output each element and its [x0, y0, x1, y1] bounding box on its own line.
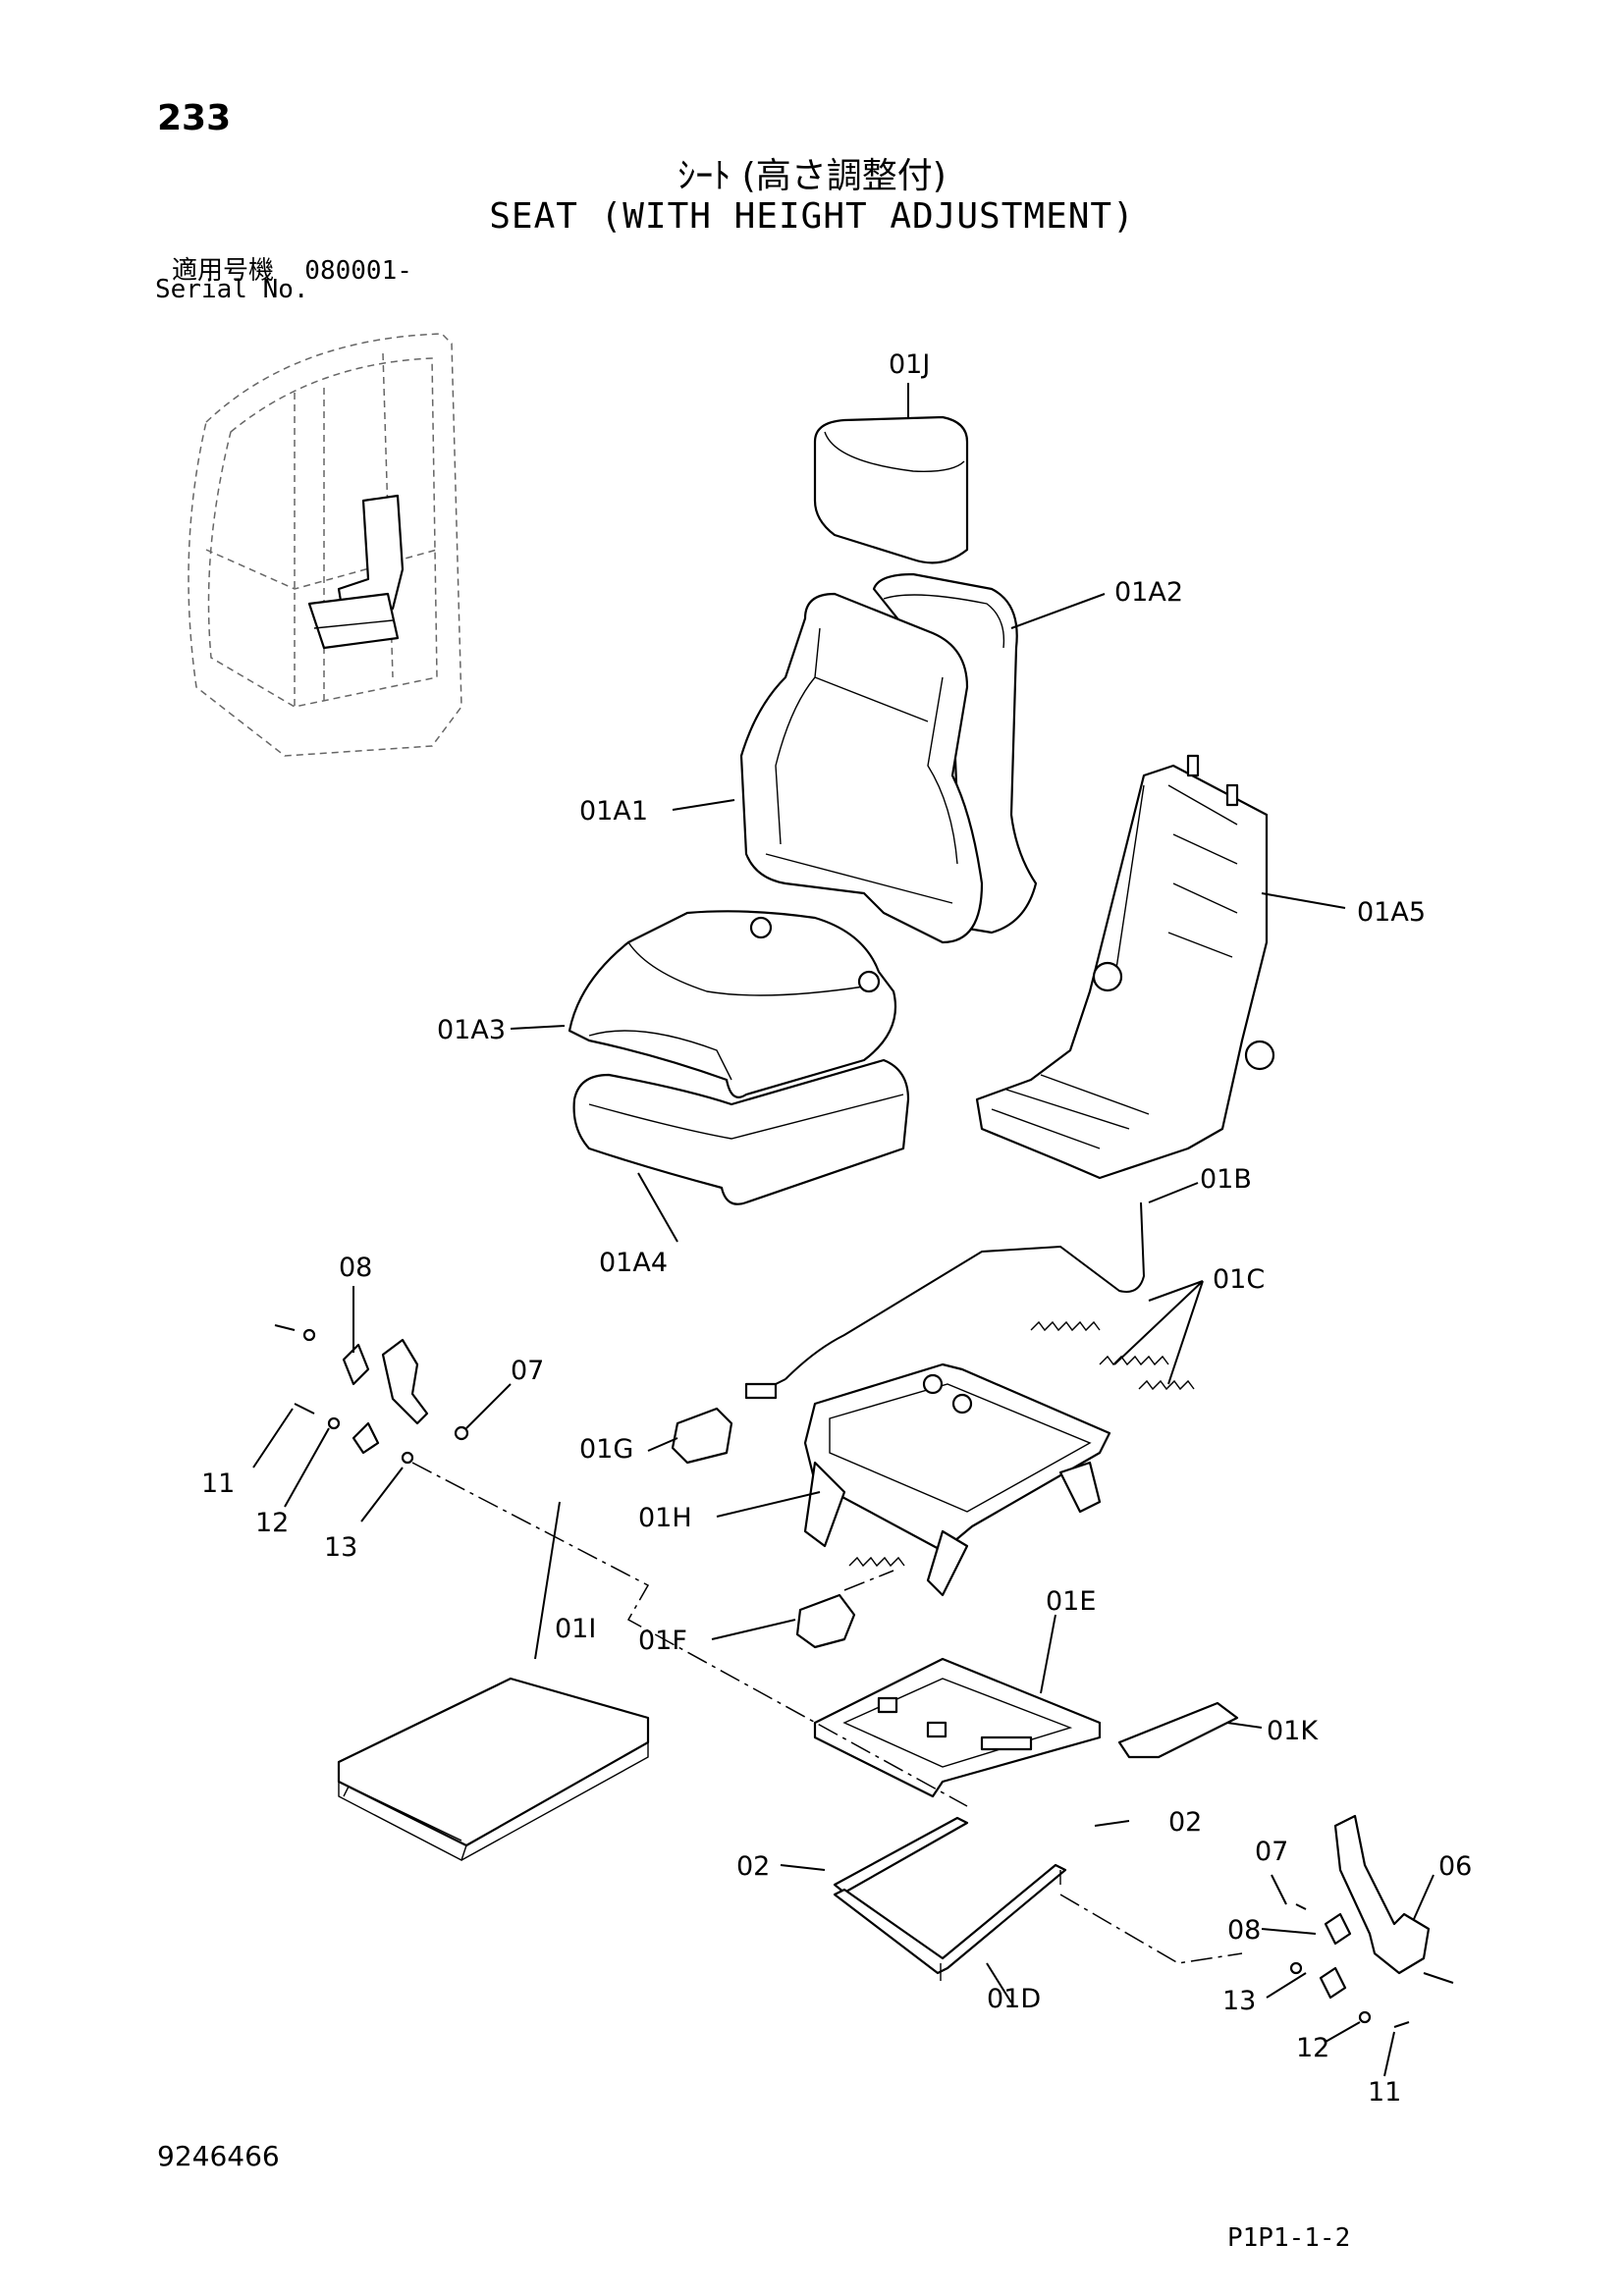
- callout-01A4: 01A4: [599, 1248, 668, 1278]
- page-number: 233: [157, 98, 232, 138]
- callout-06: 06: [1438, 1851, 1472, 1882]
- callout-01A3: 01A3: [437, 1015, 506, 1045]
- callout-01B: 01B: [1200, 1164, 1252, 1195]
- assembly-lines: [411, 1462, 1243, 1964]
- serial-label-japanese: 適用号機 080001-: [172, 256, 412, 286]
- callout-01A5: 01A5: [1357, 897, 1426, 928]
- callout-01E: 01E: [1046, 1586, 1096, 1617]
- part-lift-mechanism: [803, 1362, 1111, 1597]
- callout-13-left: 13: [324, 1532, 357, 1563]
- part-seat-pan: [572, 1058, 910, 1205]
- part-slide-rails: [833, 1816, 1067, 1981]
- callout-08-right: 08: [1227, 1915, 1261, 1946]
- callout-01H: 01H: [638, 1503, 692, 1533]
- part-backrest: [739, 592, 984, 944]
- title-english: SEAT (WITH HEIGHT ADJUSTMENT): [489, 196, 1135, 237]
- callout-01K: 01K: [1267, 1716, 1319, 1746]
- callout-01D: 01D: [987, 1984, 1041, 2014]
- part-knob-01F: [795, 1593, 856, 1649]
- part-knob-01G: [671, 1407, 733, 1465]
- document-number: 9246466: [157, 2140, 280, 2172]
- callout-01A1: 01A1: [579, 796, 648, 827]
- callout-01J: 01J: [889, 349, 930, 380]
- callout-07-right: 07: [1255, 1837, 1288, 1867]
- callout-01A2: 01A2: [1114, 577, 1183, 608]
- page-reference: P1P1-1-2: [1227, 2223, 1351, 2253]
- callout-12-left: 12: [255, 1508, 289, 1538]
- serial-label-english: Serial No.: [155, 275, 309, 304]
- callout-02-right: 02: [1168, 1807, 1202, 1838]
- callout-01C: 01C: [1213, 1264, 1265, 1295]
- part-adjust-cable: [744, 1201, 1146, 1400]
- part-seatbelt-right: [1289, 1814, 1454, 2028]
- callout-01I: 01I: [555, 1614, 596, 1644]
- part-bracket-01K: [1117, 1701, 1239, 1759]
- title-japanese: ｼｰﾄ (高さ調整付): [677, 156, 947, 196]
- callout-01G: 01G: [579, 1434, 633, 1465]
- callout-02-left: 02: [736, 1851, 770, 1882]
- part-mat: [337, 1677, 650, 1861]
- callout-labels: 01J 01A2 01A1 01A5 01A3 01A4 01B 01C 08 …: [201, 349, 1472, 2108]
- part-seat-frame: [975, 754, 1275, 1180]
- callout-07-left: 07: [511, 1356, 544, 1386]
- cab-locator-thumbnail: [188, 333, 462, 757]
- leader-lines: [252, 383, 1435, 2077]
- callout-13-right: 13: [1222, 1986, 1256, 2016]
- part-backrest-rear-cover: [872, 572, 1038, 934]
- part-base-plate: [813, 1657, 1102, 1798]
- part-seatbelt-left: [274, 1324, 469, 1465]
- callout-11-left: 11: [201, 1468, 235, 1499]
- callout-12-right: 12: [1296, 2033, 1329, 2063]
- callout-08-left: 08: [339, 1253, 372, 1283]
- part-seat-cushion: [568, 910, 897, 1098]
- callout-11-right: 11: [1368, 2077, 1401, 2108]
- part-headrest: [813, 415, 969, 564]
- callout-01F: 01F: [638, 1626, 687, 1656]
